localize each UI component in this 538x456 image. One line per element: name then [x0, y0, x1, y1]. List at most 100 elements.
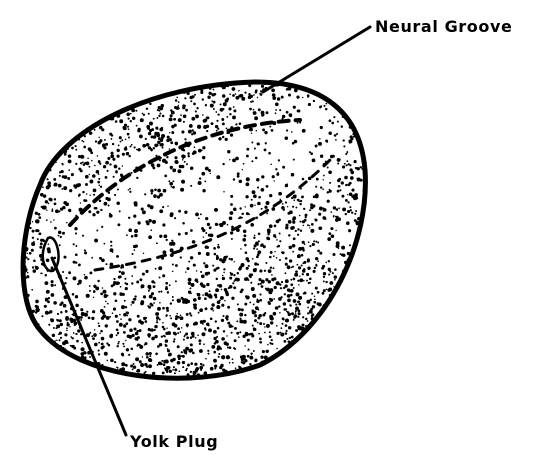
stipple-dot [275, 77, 278, 80]
stipple-dot [269, 342, 271, 344]
stipple-dot [109, 316, 111, 318]
stipple-dot [361, 357, 364, 360]
stipple-dot [67, 86, 71, 90]
stipple-dot [58, 147, 61, 150]
stipple-dot [94, 114, 97, 117]
stipple-dot [285, 137, 288, 140]
stipple-dot [215, 223, 218, 226]
stipple-dot [320, 186, 322, 188]
stipple-dot [139, 329, 142, 332]
stipple-dot [216, 305, 220, 309]
stipple-dot [83, 109, 87, 113]
stipple-dot [205, 358, 207, 360]
stipple-dot [140, 363, 144, 367]
stipple-dot [146, 143, 149, 146]
stipple-dot [30, 365, 34, 369]
stipple-dot [89, 332, 91, 334]
stipple-dot [68, 91, 72, 95]
stipple-dot [323, 272, 326, 275]
stipple-dot [93, 333, 97, 337]
stipple-dot [144, 90, 146, 92]
stipple-dot [178, 210, 181, 213]
stipple-dot [155, 268, 157, 270]
stipple-dot [72, 293, 75, 296]
stipple-dot [170, 317, 172, 319]
stipple-dot [149, 122, 153, 126]
stipple-dot [99, 185, 101, 187]
stipple-dot [355, 285, 358, 288]
stipple-dot [104, 243, 106, 245]
stipple-dot [185, 271, 186, 272]
stipple-dot [184, 97, 186, 99]
stipple-dot [174, 82, 176, 84]
stipple-dot [337, 179, 340, 182]
stipple-dot [223, 102, 227, 106]
stipple-dot [145, 320, 148, 323]
stipple-dot [151, 292, 154, 295]
stipple-dot [318, 353, 320, 355]
stipple-dot [20, 98, 23, 101]
stipple-dot [258, 108, 261, 111]
stipple-dot [180, 188, 184, 192]
stipple-dot [361, 110, 363, 112]
stipple-dot [356, 366, 360, 370]
stipple-dot [93, 98, 95, 100]
stipple-dot [89, 194, 90, 195]
stipple-dot [214, 208, 218, 212]
stipple-dot [215, 320, 217, 322]
stipple-dot [211, 303, 214, 306]
stipple-dot [172, 180, 174, 182]
stipple-dot [151, 337, 155, 341]
stipple-dot [97, 155, 99, 157]
stipple-dot [262, 372, 265, 375]
stipple-dot [234, 375, 236, 377]
stipple-dot [244, 92, 246, 94]
stipple-dot [277, 246, 279, 248]
stipple-dot [260, 243, 263, 246]
stipple-dot [139, 135, 143, 139]
stipple-dot [258, 309, 260, 311]
stipple-dot [58, 235, 60, 237]
stipple-dot [100, 209, 102, 211]
stipple-dot [266, 324, 270, 328]
stipple-dot [261, 114, 264, 117]
stipple-dot [232, 282, 234, 284]
stipple-dot [70, 336, 72, 338]
stipple-dot [101, 337, 105, 341]
stipple-dot [258, 240, 260, 242]
stipple-dot [45, 200, 48, 203]
stipple-dot [89, 149, 92, 152]
stipple-dot [343, 320, 346, 323]
stipple-dot [213, 351, 216, 354]
stipple-dot [182, 366, 184, 368]
stipple-dot [67, 177, 70, 180]
stipple-dot [210, 226, 212, 228]
stipple-dot [141, 284, 145, 288]
stipple-dot [270, 251, 273, 254]
stipple-dot [60, 311, 62, 313]
stipple-dot [133, 366, 136, 369]
stipple-dot [127, 126, 129, 128]
stipple-dot [297, 360, 299, 362]
stipple-dot [314, 295, 316, 297]
stipple-dot [202, 332, 206, 336]
stipple-dot [261, 85, 264, 88]
stipple-dot [106, 360, 108, 362]
stipple-dot [113, 292, 116, 295]
stipple-dot [349, 362, 353, 366]
stipple-dot [361, 305, 364, 308]
stipple-dot [252, 258, 254, 260]
stipple-dot [69, 126, 71, 128]
stipple-dot [298, 247, 302, 251]
stipple-dot [302, 249, 304, 251]
stipple-dot [174, 156, 177, 159]
stipple-dot [109, 214, 113, 218]
stipple-dot [168, 353, 172, 357]
stipple-dot [134, 146, 136, 148]
stipple-dot [257, 97, 258, 98]
stipple-dot [162, 322, 163, 323]
stipple-dot [97, 181, 100, 184]
stipple-dot [67, 371, 69, 373]
stipple-dot [334, 268, 337, 271]
stipple-dot [39, 246, 42, 249]
